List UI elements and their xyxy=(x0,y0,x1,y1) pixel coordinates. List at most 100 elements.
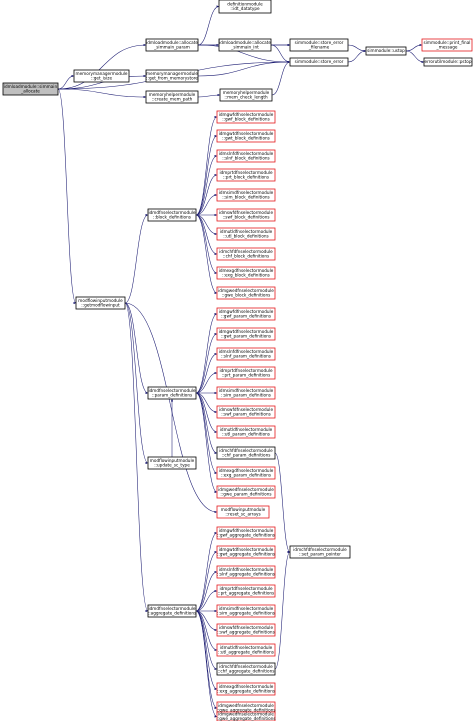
graph-node-label: ::prt_aggregate_definitions xyxy=(218,591,274,596)
graph-node-label: ::utl_aggregate_definitions xyxy=(218,650,274,655)
graph-node-n30[interactable]: idmsimdfnselectormodule::sim_param_defin… xyxy=(216,386,276,400)
call-edge-n4-n6 xyxy=(347,44,367,53)
graph-node-label: idmdfnselectormodule xyxy=(148,388,195,393)
graph-node-n27[interactable]: idmdfnselectormodule::param_definitions xyxy=(147,386,197,400)
graph-node-n31[interactable]: idmswfdfnselectormodule::swf_param_defin… xyxy=(216,405,276,419)
graph-node-label: memoryhelpermodule xyxy=(149,92,196,97)
graph-node-n44[interactable]: idmdfnselectormodule::aggregate_definiti… xyxy=(147,604,197,618)
graph-node-label: idmgwtdfnselectormodule xyxy=(219,329,274,334)
graph-node-box xyxy=(216,286,276,300)
graph-node-n20[interactable]: idmswfdfnselectormodule::swf_block_defin… xyxy=(216,208,276,222)
graph-node-n23[interactable]: idmexgdfnselectormodule::exg_block_defin… xyxy=(216,266,276,280)
graph-node-n40[interactable]: idmgwtdfnselectormodule::gwt_aggregate_d… xyxy=(216,545,276,559)
call-edge-n13-n14 xyxy=(124,213,149,304)
graph-node-label: idmgwfdfnselectormodule xyxy=(219,309,274,314)
call-edge-n44-n50 xyxy=(195,610,218,718)
graph-node-box xyxy=(216,247,276,261)
graph-node-n21[interactable]: idmutldfnselectormodule::utl_block_defin… xyxy=(216,227,276,241)
graph-node-n22[interactable]: idmchfdfnselectormodule::chf_block_defin… xyxy=(216,247,276,261)
graph-node-label: ::aggregate_definitions xyxy=(148,611,196,616)
graph-node-n10[interactable]: memorymanagermodule::get_from_memorystor… xyxy=(145,69,199,83)
graph-node-n48[interactable]: idmexgdfnselectormodule::exg_aggregate_d… xyxy=(216,682,276,696)
graph-node-label: ::create_mem_path xyxy=(152,97,193,102)
graph-node-n46[interactable]: idmutldfnselectormodule::utl_aggregate_d… xyxy=(216,643,276,657)
graph-node-n39[interactable]: idmgwfdfnselectormodule::gwf_aggregate_d… xyxy=(216,526,276,540)
graph-node-label: idmgwedfnselectormodule xyxy=(218,703,274,708)
graph-node-n0[interactable]: idmloadmodule::simmain_allocate xyxy=(2,82,59,96)
graph-node-n25[interactable]: idmgwfdfnselectormodule::gwf_param_defin… xyxy=(216,307,276,321)
graph-node-box xyxy=(216,565,276,579)
graph-node-n38[interactable]: idmchfdfnselectormodule::set_param_point… xyxy=(289,545,351,559)
graph-node-n43[interactable]: idmsimdfnselectormodule::sim_aggregate_d… xyxy=(216,604,276,618)
graph-node-n29[interactable]: idmprtdfnselectormodule::prt_param_defin… xyxy=(216,366,276,380)
graph-node-n9[interactable]: memorymanagermodule::get_isize xyxy=(73,69,130,83)
graph-node-label: idmutldfnselectormodule xyxy=(220,229,273,234)
graph-node-n19[interactable]: idmsimdfnselectormodule::sim_block_defin… xyxy=(216,188,276,202)
graph-node-box xyxy=(216,168,276,182)
graph-node-box xyxy=(219,88,273,102)
call-edge-n13-n36 xyxy=(124,302,149,465)
graph-node-n7[interactable]: simmodule::print_final_message xyxy=(421,38,473,52)
graph-node-n16[interactable]: idmgwtdfnselectormodule::gwt_block_defin… xyxy=(216,129,276,143)
graph-node-n32[interactable]: idmutldfnselectormodule::utl_param_defin… xyxy=(216,425,276,439)
graph-node-n3[interactable]: idmloadmodule::allocate_simmain_int xyxy=(218,38,272,52)
call-edge-n27-n35 xyxy=(195,392,218,494)
graph-node-n2[interactable]: idmloadmodule::allocate_simmain_param xyxy=(145,38,199,52)
graph-node-label: ::gwf_param_definitions xyxy=(221,314,271,319)
graph-node-box xyxy=(216,662,276,676)
graph-node-label: idmprtdfnselectormodule xyxy=(219,368,272,373)
graph-node-n18[interactable]: idmprtdfnselectormodule::prt_block_defin… xyxy=(216,168,276,182)
graph-node-n8[interactable]: errorutilmodule::pstop xyxy=(423,57,473,67)
graph-node-n33[interactable]: idmchfdfnselectormodule::chf_param_defin… xyxy=(216,446,276,460)
call-edge-n13-n27 xyxy=(124,302,149,395)
graph-node-n34[interactable]: idmexgdfnselectormodule::exg_param_defin… xyxy=(216,466,276,480)
graph-node-n42[interactable]: idmprtdfnselectormodule::prt_aggregate_d… xyxy=(216,584,276,598)
graph-node-box xyxy=(216,604,276,618)
graph-node-box xyxy=(147,208,197,222)
call-edge-n44-n39 xyxy=(195,531,218,612)
graph-node-n11[interactable]: memoryhelpermodule::create_mem_path xyxy=(145,90,199,104)
graph-node-n37[interactable]: modflowinputmodule::reset_sc_arrays xyxy=(216,505,270,519)
graph-node-label: idmsimdfnselectormodule xyxy=(219,388,274,393)
graph-node-n28[interactable]: idmslnfdfnselectormodule::slnf_param_def… xyxy=(216,347,276,361)
call-edge-n27-n32 xyxy=(195,392,218,434)
graph-node-label: idmslnfdfnselectormodule xyxy=(219,349,274,354)
graph-node-n35[interactable]: idmgwedfnselectormodule::gwe_param_defin… xyxy=(216,485,276,499)
graph-node-n26[interactable]: idmgwtdfnselectormodule::gwt_param_defin… xyxy=(216,327,276,341)
graph-node-label: ::gwe_param_definitions xyxy=(220,492,271,497)
graph-node-n5[interactable]: simmodule::store_error xyxy=(289,57,349,67)
graph-node-n24[interactable]: idmgwedfnselectormodule::gwe_block_defin… xyxy=(216,286,276,300)
graph-node-label: simmodule::store_error xyxy=(295,59,344,64)
graph-node-label: idmutldfnselectormodule xyxy=(220,427,273,432)
graph-node-n13[interactable]: modflowinputmodule::getmodflowinput xyxy=(75,296,126,310)
graph-node-n49[interactable]: idmgwedfnselectormodule::gwe_aggregate_d… xyxy=(216,701,276,715)
graph-node-n1[interactable]: definitionmodule::idt_datatype xyxy=(218,0,272,14)
graph-node-n50[interactable]: idmgwedfnselectormodule::gwe_aggregate_d… xyxy=(216,711,276,721)
graph-node-box xyxy=(216,545,276,559)
graph-node-box xyxy=(147,456,197,470)
graph-node-box xyxy=(216,682,276,696)
call-edge-n44-n40 xyxy=(195,550,218,612)
graph-node-label: idmloadmodule::simmain xyxy=(4,84,58,89)
graph-node-n14[interactable]: idmdfnselectormodule::block_definitions xyxy=(147,208,197,222)
graph-node-n17[interactable]: idmslnfdfnselectormodule::slnf_block_def… xyxy=(216,149,276,163)
graph-node-label: _message xyxy=(436,45,458,50)
call-edge-n14-n23 xyxy=(195,214,218,275)
graph-node-label: ::swf_block_definitions xyxy=(222,215,269,220)
graph-node-n6[interactable]: simmodule::ustop xyxy=(365,46,407,56)
graph-node-label: ::get_from_memorystore xyxy=(146,76,198,81)
graph-node-n12[interactable]: memoryhelpermodule::mem_check_length xyxy=(219,88,273,102)
graph-node-n41[interactable]: idmslnfdfnselectormodule::slnf_aggregate… xyxy=(216,565,276,579)
call-edge-n14-n24 xyxy=(195,214,218,295)
graph-node-n4[interactable]: simmodule::store_error_filename xyxy=(289,38,349,52)
graph-node-n47[interactable]: idmchfdfnselectormodule::chf_aggregate_d… xyxy=(216,662,276,676)
graph-node-n36[interactable]: modflowinputmodule::update_sc_type xyxy=(147,456,197,470)
call-edge-n13-n37 xyxy=(124,302,218,514)
graph-node-label: ::sim_aggregate_definitions xyxy=(217,611,275,616)
graph-node-label: idmgwfdfnselectormodule xyxy=(219,112,274,117)
graph-node-n45[interactable]: idmswfdfnselectormodule::swf_aggregate_d… xyxy=(216,623,276,637)
graph-node-box xyxy=(145,38,199,52)
graph-node-n15[interactable]: idmgwfdfnselectormodule::gwf_block_defin… xyxy=(216,110,276,124)
graph-node-box xyxy=(216,129,276,143)
